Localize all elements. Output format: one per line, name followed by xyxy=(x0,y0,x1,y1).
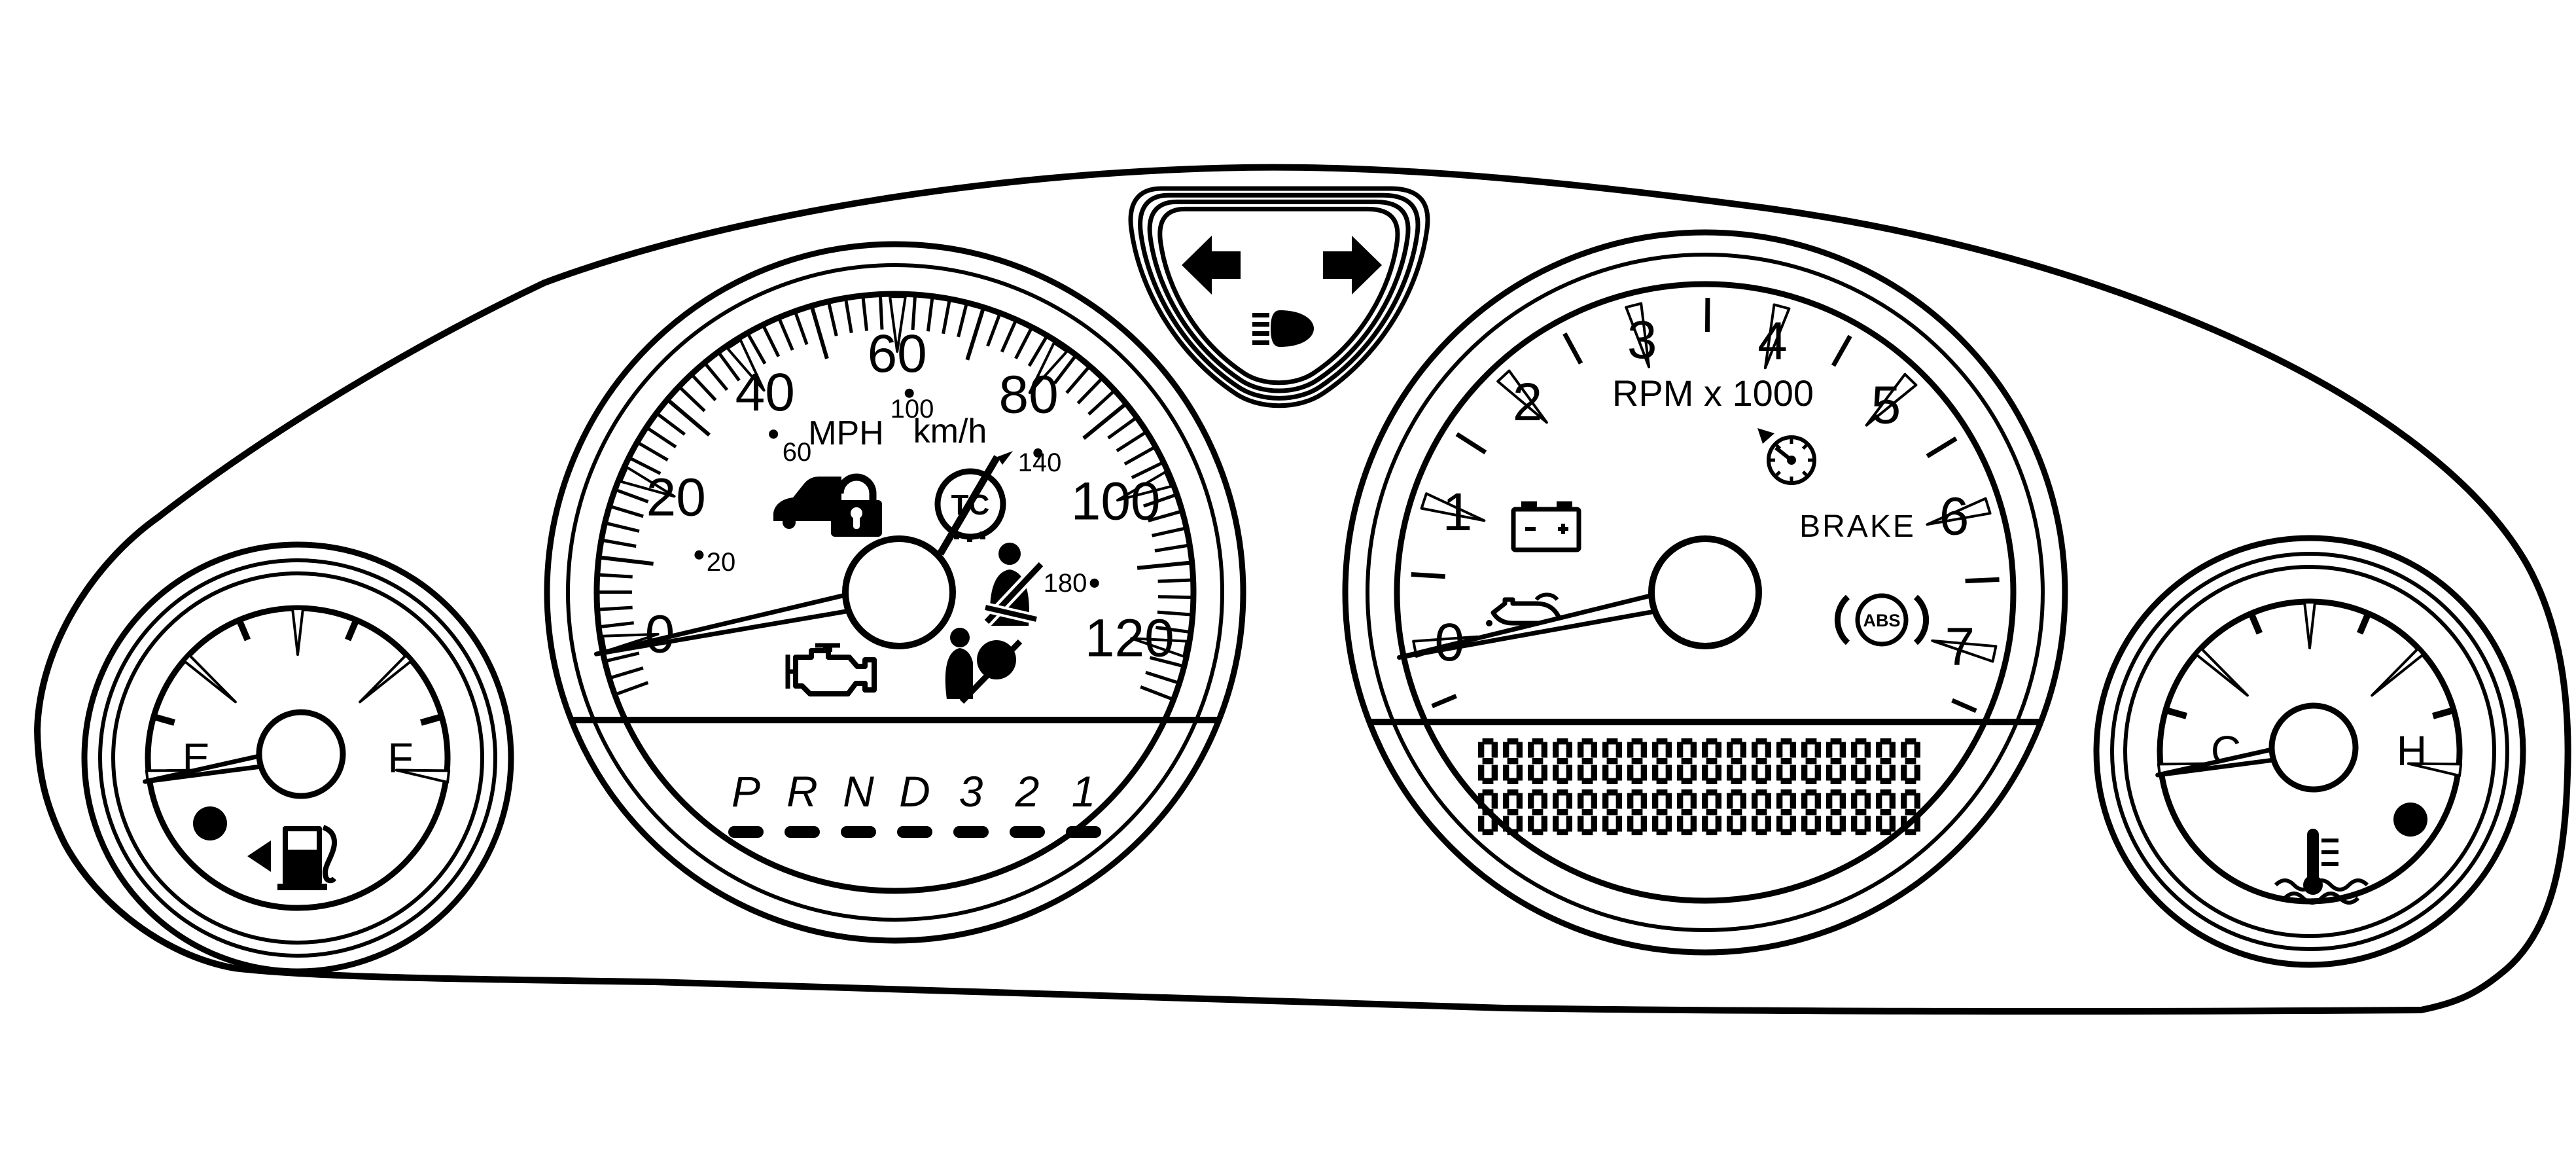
coolant-temperature-icon xyxy=(2274,829,2369,905)
pod-outlines xyxy=(1128,186,1430,408)
oil-pressure-icon xyxy=(1486,592,1565,626)
tachometer-hub xyxy=(1648,535,1762,649)
tachometer-dial-ring xyxy=(1394,281,2017,904)
scale-number: 60 xyxy=(868,324,927,384)
gear-dash xyxy=(1066,826,1101,838)
high-beam-icon xyxy=(1252,310,1314,347)
indicator-dot-icon xyxy=(2393,803,2427,837)
scale-number: 0 xyxy=(645,604,675,664)
turn-right-arrow-icon xyxy=(1323,236,1382,295)
indicator-pod xyxy=(1128,186,1430,408)
fuel-hub xyxy=(256,709,346,799)
battery-icon xyxy=(1511,501,1581,552)
turn-left-arrow-icon xyxy=(1182,236,1241,295)
scale-number: 6 xyxy=(1939,487,1969,547)
scale-number: 20 xyxy=(646,467,706,527)
kmh-dot xyxy=(904,388,914,398)
scale-number: 120 xyxy=(1085,609,1174,668)
scale-number: 100 xyxy=(1071,471,1161,531)
kmh-dot xyxy=(694,550,704,560)
seat-belt-icon xyxy=(982,543,1046,626)
low-fuel-dot-icon xyxy=(193,806,227,840)
security-icon xyxy=(773,473,882,537)
scale-number: 80 xyxy=(998,365,1058,424)
scale-number: 20 xyxy=(707,548,736,577)
scale-number: 40 xyxy=(735,363,795,422)
fuel-gauge: E F xyxy=(81,541,514,975)
cruise-set-icon xyxy=(1757,428,1816,485)
gear-label: N xyxy=(843,767,874,816)
check-engine-icon xyxy=(785,643,877,696)
kmh-dot xyxy=(1089,578,1099,588)
temp-ring-2 xyxy=(2110,552,2509,951)
gear-dash xyxy=(785,826,820,838)
fuel-ring-3 xyxy=(111,571,484,945)
gear-dash xyxy=(953,826,989,838)
gear-label: 3 xyxy=(959,767,983,816)
gear-label: D xyxy=(899,767,930,816)
speedometer-mid-ring xyxy=(566,263,1224,922)
scale-number: 2 xyxy=(1513,372,1543,432)
pod-outline xyxy=(1138,192,1420,401)
brake-label: BRAKE xyxy=(1799,509,1916,544)
speedometer-hub xyxy=(842,535,956,649)
scale-number: 180 xyxy=(1044,569,1087,598)
scale-number: 4 xyxy=(1757,312,1788,371)
kmh-unit-label: km/h xyxy=(913,412,987,450)
scale-number: 100 xyxy=(891,395,934,424)
rpm-scale-label: RPM x 1000 xyxy=(1612,372,1814,414)
gear-label: 2 xyxy=(1015,767,1040,816)
temp-ring-3 xyxy=(2123,565,2496,938)
cruise-ticks xyxy=(1771,439,1812,481)
pod-outline xyxy=(1157,206,1400,386)
scale-number: 60 xyxy=(783,438,812,467)
gear-label: P xyxy=(732,767,760,816)
tachometer-ticks xyxy=(1411,297,2000,713)
speedometer-dial-ring xyxy=(593,291,1197,894)
temperature-gauge: C H xyxy=(2093,535,2526,968)
fuel-full-label: F xyxy=(387,734,413,782)
gear-dash xyxy=(728,826,764,838)
kmh-dot xyxy=(769,429,779,439)
pod-outline xyxy=(1147,199,1411,393)
scale-number: 140 xyxy=(1018,448,1062,477)
speedometer-kmh-scale: 20 60 100 140 180 xyxy=(694,388,1099,598)
gear-label: 1 xyxy=(1072,767,1096,816)
scale-number: 1 xyxy=(1443,482,1473,542)
airbag-icon xyxy=(945,628,1023,704)
scale-number: 3 xyxy=(1627,310,1657,370)
gear-label: R xyxy=(786,767,818,816)
scale-number: 5 xyxy=(1871,376,1901,435)
temp-hot-label: H xyxy=(2397,727,2427,774)
abs-label: ABS xyxy=(1863,611,1900,630)
tachometer-mid-ring xyxy=(1366,253,2045,932)
mph-unit-label: MPH xyxy=(808,414,884,452)
scale-number: 7 xyxy=(1945,617,1975,677)
temperature-hub xyxy=(2268,702,2359,793)
speedometer-ticks xyxy=(599,295,1191,700)
abs-icon: ABS xyxy=(1834,593,1930,647)
fuel-ring-2 xyxy=(98,558,497,958)
gear-dash xyxy=(1010,826,1045,838)
kmh-dot xyxy=(1033,448,1043,458)
fuel-pump-arrow-icon xyxy=(247,825,337,890)
gear-dash xyxy=(897,826,932,838)
gear-dash xyxy=(841,826,876,838)
traction-control-icon: TC xyxy=(934,451,1013,556)
odometer-display xyxy=(1478,738,1920,835)
pod-outline xyxy=(1128,186,1430,408)
